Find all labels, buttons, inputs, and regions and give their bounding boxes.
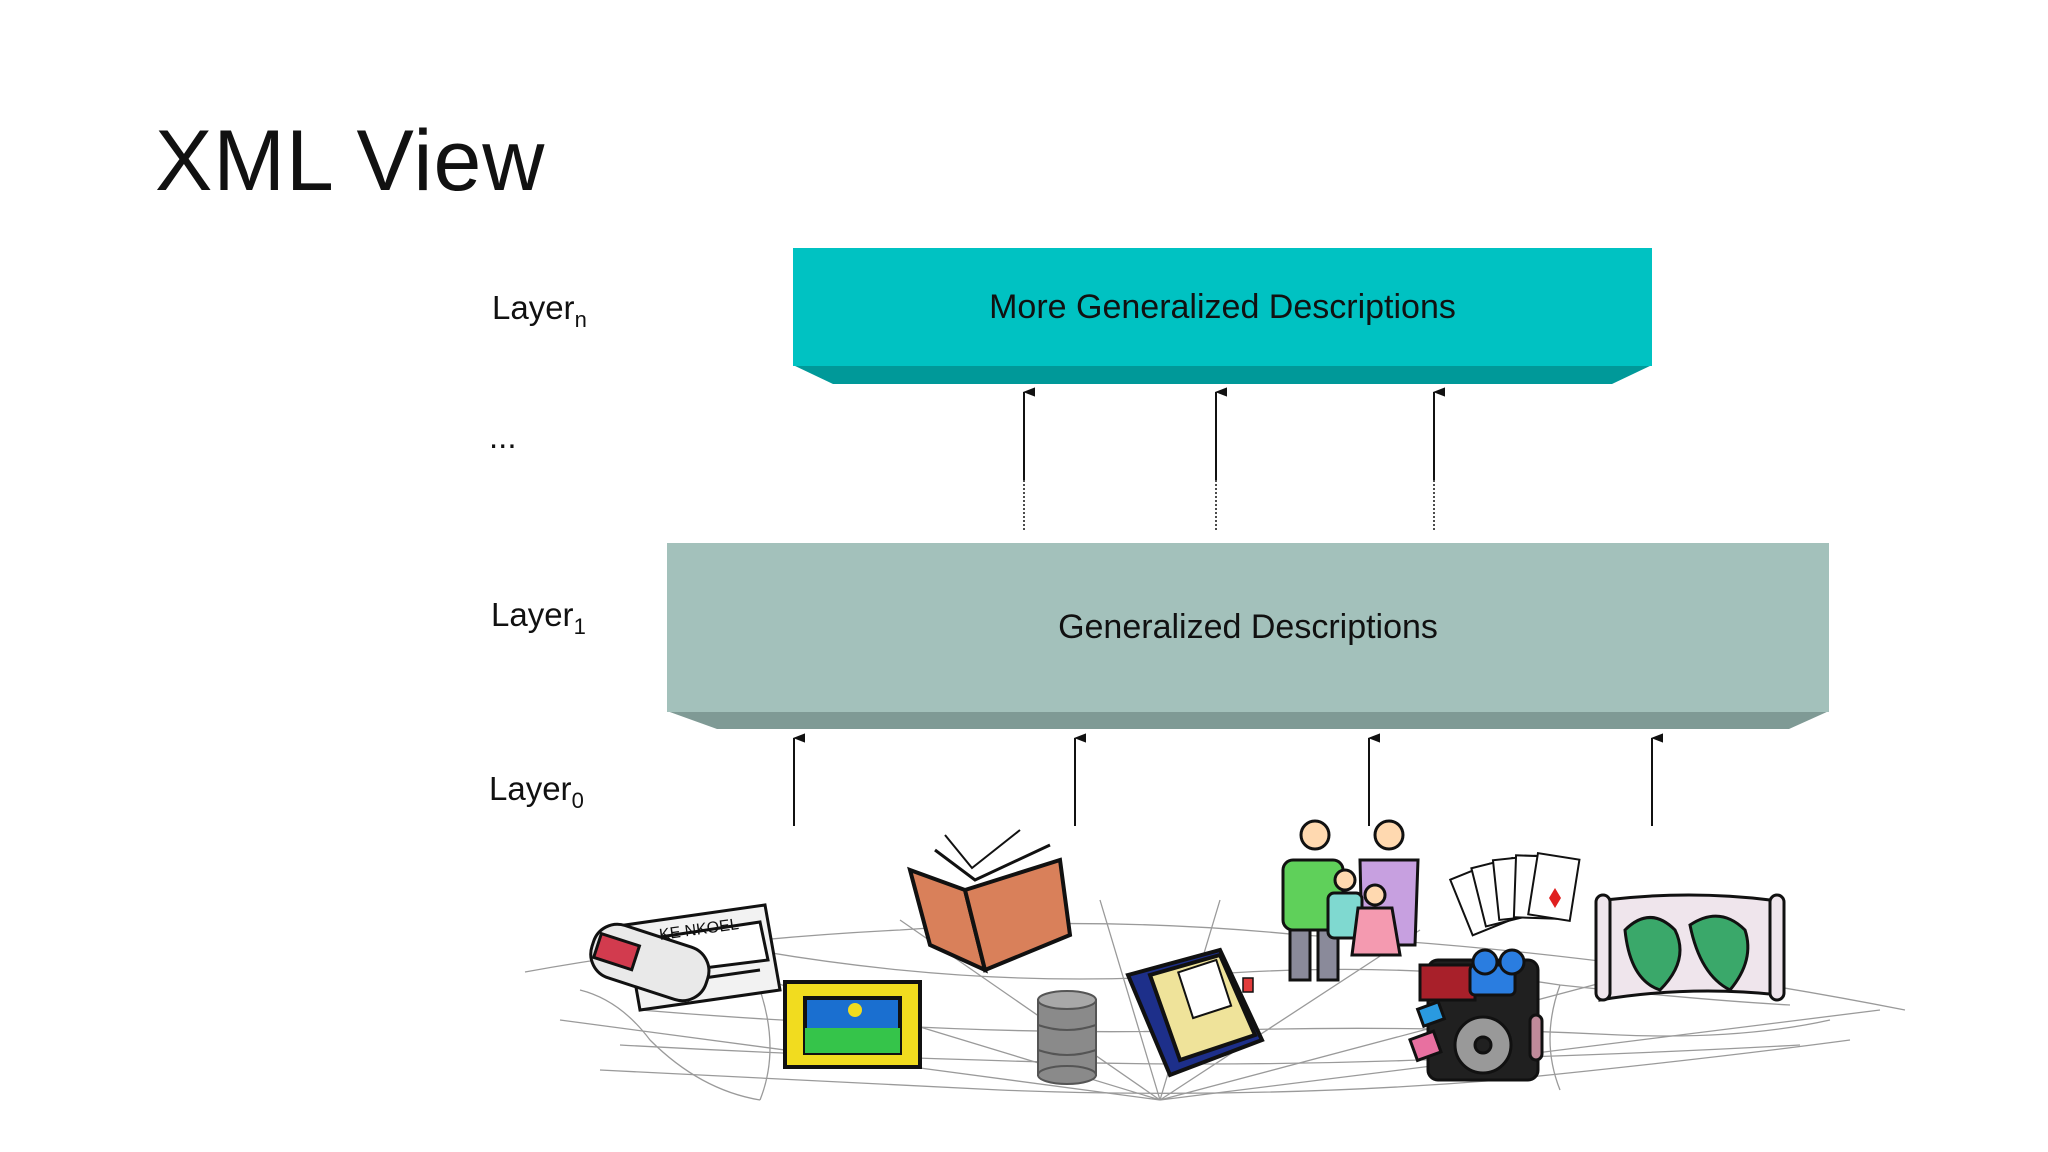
- layer-n-text: Layer: [492, 289, 575, 326]
- layer-0-subscript: 0: [571, 788, 584, 813]
- database-cylinder-icon: [1037, 990, 1097, 1085]
- picture-frame-icon: [783, 980, 922, 1069]
- middle-box-label: Generalized Descriptions: [1058, 608, 1438, 646]
- multimedia-icon: [1408, 948, 1544, 1082]
- lower-arrows: [793, 738, 1652, 826]
- layer-0-text: Layer: [489, 770, 572, 807]
- layer-n-label: Layern: [492, 289, 587, 331]
- newspaper-icon: KE NKOEL: [589, 903, 782, 1012]
- world-map-scroll-icon: [1594, 893, 1786, 1002]
- layer-n-subscript: n: [574, 307, 587, 332]
- top-box-front-face: [793, 248, 1652, 366]
- middle-description-box: [667, 543, 1829, 729]
- top-description-box: [793, 248, 1652, 384]
- playing-cards-icon: [1448, 851, 1581, 937]
- middle-box-bottom-face: [667, 711, 1829, 729]
- family-icon: [1281, 819, 1420, 982]
- binder-notebook-icon: [1125, 947, 1265, 1078]
- layer-ellipsis: ...: [489, 418, 517, 455]
- layer-1-subscript: 1: [573, 614, 586, 639]
- layer-1-text: Layer: [491, 596, 574, 633]
- top-box-label: More Generalized Descriptions: [989, 288, 1456, 326]
- layer-1-label: Layer1: [491, 596, 586, 638]
- upper-arrows: [1023, 392, 1434, 530]
- layer-0-label: Layer0: [489, 770, 584, 812]
- middle-box-front-face: [667, 543, 1829, 712]
- open-book-icon: [907, 829, 1073, 974]
- slide-title: XML View: [155, 113, 546, 209]
- top-box-bottom-face: [793, 365, 1652, 384]
